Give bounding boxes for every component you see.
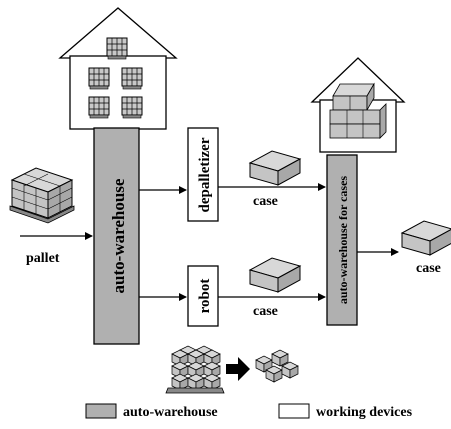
case-warehouse-building-icon bbox=[310, 57, 406, 153]
main-auto-warehouse-box bbox=[93, 127, 140, 345]
case-box-icon-upper bbox=[249, 150, 301, 186]
legend: auto-warehouse working devices bbox=[85, 403, 413, 420]
case-label-upper: case bbox=[253, 194, 278, 209]
depalletizing-illustration bbox=[165, 345, 225, 394]
scattered-cases-icon bbox=[255, 349, 299, 383]
depalletizer-box bbox=[187, 127, 219, 222]
depalletizer-label: depalletizer bbox=[197, 137, 213, 212]
robot-box bbox=[187, 265, 219, 327]
legend-swatch-working-devices bbox=[278, 403, 310, 419]
robot-label: robot bbox=[197, 279, 213, 314]
flow-arrows bbox=[20, 183, 399, 301]
pallet-stack-icon bbox=[9, 167, 75, 224]
case-box-icon-lower bbox=[249, 257, 301, 293]
legend-swatch-auto-warehouse bbox=[85, 403, 117, 419]
black-arrow-icon bbox=[226, 357, 250, 381]
cases-auto-warehouse-label: auto-warehouse for cases bbox=[336, 176, 350, 305]
case-label-output: case bbox=[416, 261, 441, 276]
case-box-icon-output bbox=[401, 220, 451, 256]
case-label-lower: case bbox=[253, 304, 278, 319]
pallet-warehouse-building-icon bbox=[58, 7, 178, 130]
main-auto-warehouse-label: auto-warehouse bbox=[109, 178, 128, 293]
legend-label-working-devices: working devices bbox=[316, 405, 413, 420]
legend-label-auto-warehouse: auto-warehouse bbox=[123, 405, 218, 420]
pallet-label: pallet bbox=[26, 251, 60, 266]
cases-auto-warehouse-box bbox=[326, 154, 358, 326]
